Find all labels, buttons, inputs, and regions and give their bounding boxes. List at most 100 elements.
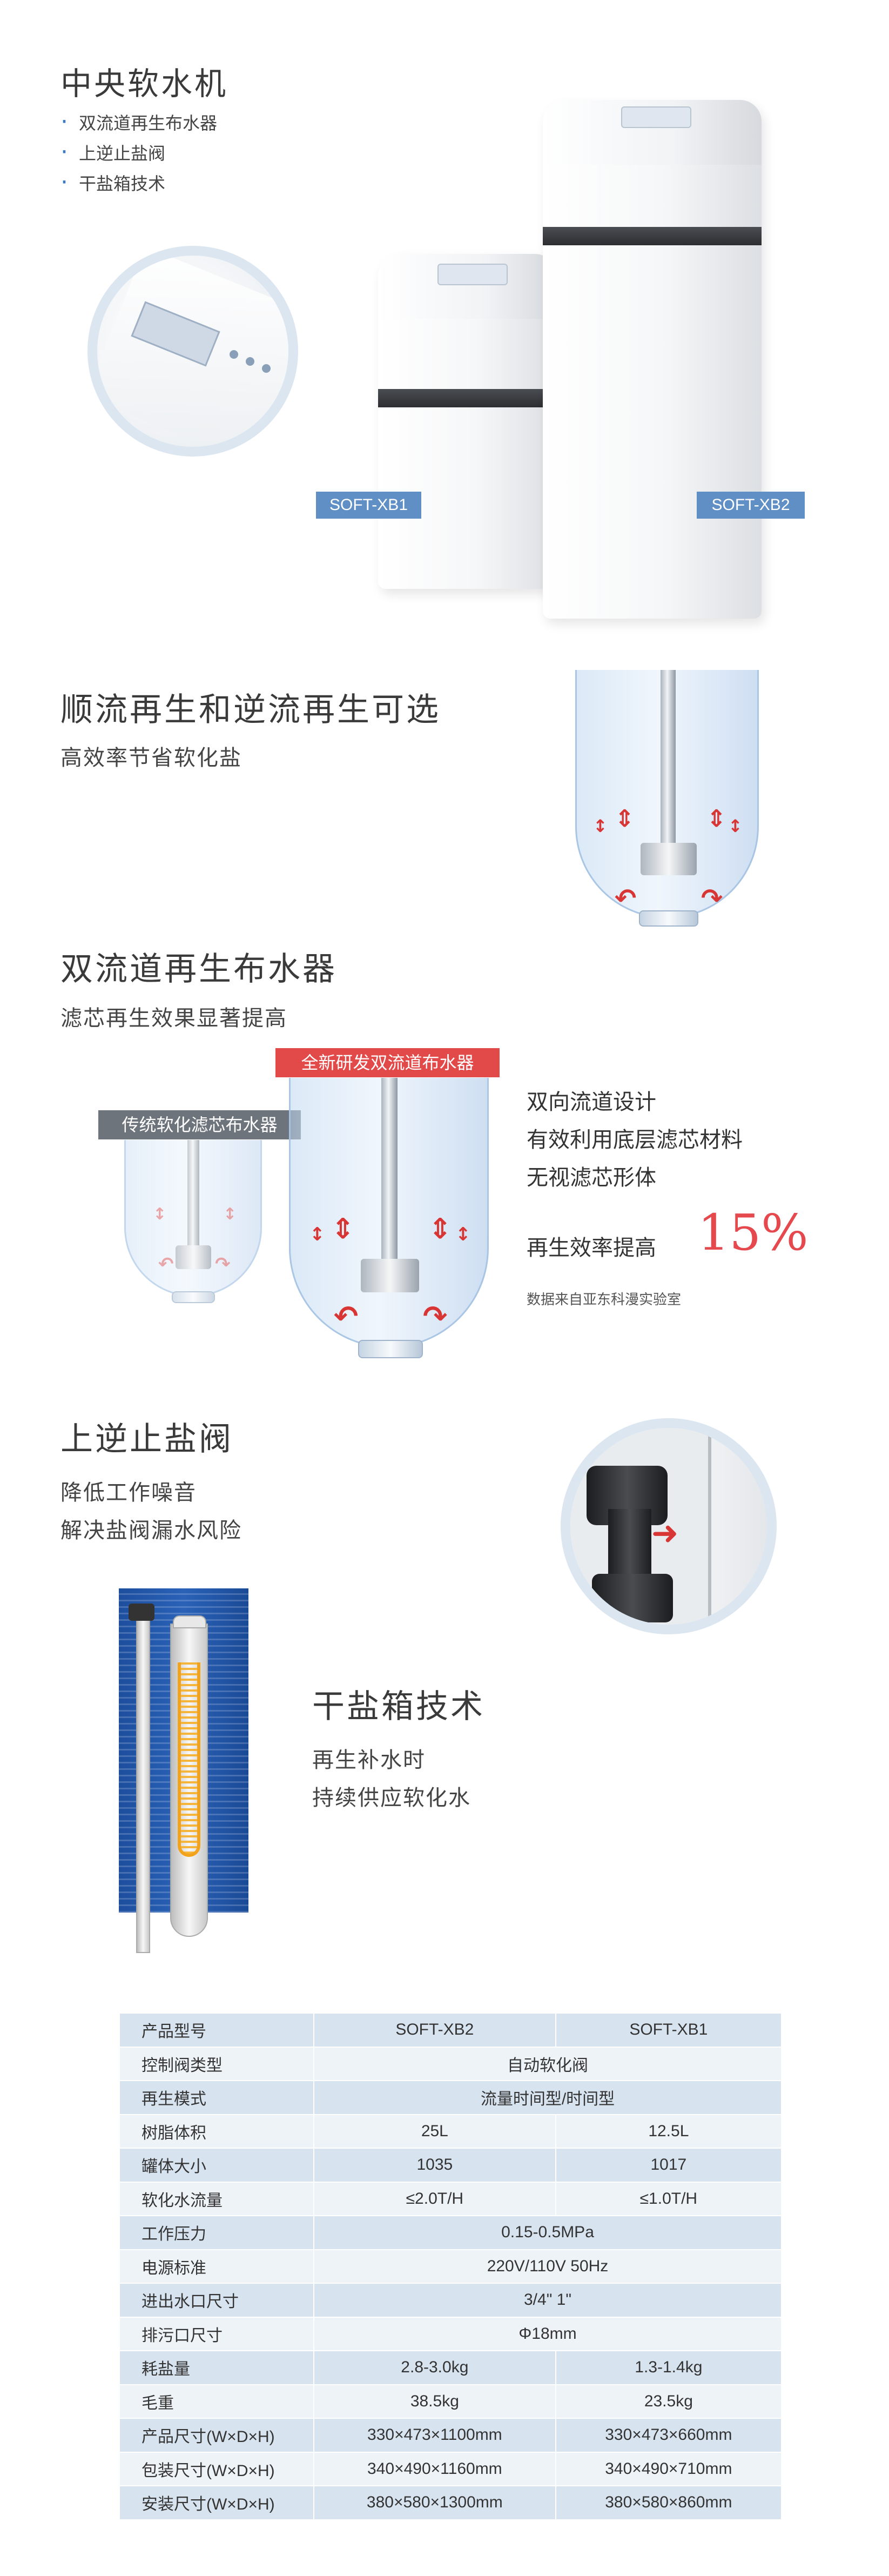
- tank-flow-diagram: ⇕ ↕ ⇕ ↕ ↶ ↷: [575, 670, 759, 927]
- panel-button-icon: [230, 350, 238, 359]
- table-cell-merged: 220V/110V 50Hz: [313, 2249, 782, 2284]
- new-tank-image: ⇕ ↕ ⇕ ↕ ↶ ↷: [289, 1078, 489, 1358]
- curve-arrow-icon: ↷: [215, 1253, 231, 1275]
- table-cell-label: 包装尺寸(W×D×H): [119, 2451, 314, 2486]
- model-tag-xb1: SOFT-XB1: [316, 492, 421, 519]
- arrow-up-down-icon: ↕: [728, 816, 743, 836]
- table-cell: 12.5L: [555, 2114, 783, 2149]
- brine-tube: [136, 1613, 150, 1953]
- table-cell: 23.5kg: [555, 2384, 783, 2419]
- arrow-up-down-icon: ↕: [223, 1205, 237, 1224]
- feature-item: 上逆止盐阀: [60, 137, 217, 169]
- softener-xb1-image: [378, 254, 556, 589]
- curve-arrow-icon: ↶: [334, 1299, 359, 1333]
- table-cell: 38.5kg: [313, 2384, 556, 2419]
- section3-subtitle: 滤芯再生效果显著提高: [60, 1006, 287, 1031]
- section5-title: 干盐箱技术: [312, 1688, 485, 1726]
- arrow-up-down-icon: ⇕: [615, 805, 635, 833]
- feature-line: 有效利用底层滤芯材料: [527, 1128, 743, 1152]
- table-header-cell: SOFT-XB2: [313, 2013, 556, 2048]
- table-row: 树脂体积 25L 12.5L: [119, 2114, 783, 2149]
- efficiency-label: 再生效率提高: [527, 1236, 656, 1260]
- arrow-up-down-icon: ↕: [455, 1224, 471, 1245]
- table-row: 工作压力 0.15-0.5MPa: [119, 2215, 782, 2250]
- spec-table: 产品型号 SOFT-XB2 SOFT-XB1 控制阀类型 自动软化阀 再生模式 …: [119, 2013, 783, 2520]
- tube-cap: [129, 1604, 154, 1621]
- table-cell-label: 树脂体积: [119, 2114, 314, 2149]
- table-cell: 380×580×860mm: [555, 2485, 783, 2520]
- table-cell-label: 工作压力: [119, 2215, 314, 2250]
- table-cell-label: 产品尺寸(W×D×H): [119, 2418, 314, 2453]
- table-row: 进出水口尺寸 3/4" 1": [119, 2283, 782, 2318]
- model-tag-xb2: SOFT-XB2: [697, 492, 805, 519]
- table-cell-merged: 0.15-0.5MPa: [313, 2215, 782, 2250]
- control-panel-closeup: [87, 246, 298, 457]
- feature-lines: 双向流道设计 有效利用底层滤芯材料 无视滤芯形体: [527, 1083, 743, 1197]
- table-header-cell: 产品型号: [119, 2013, 314, 2048]
- section4-line: 降低工作噪音: [60, 1480, 197, 1505]
- table-row: 控制阀类型 自动软化阀: [119, 2046, 782, 2081]
- table-cell-label: 安装尺寸(W×D×H): [119, 2485, 314, 2520]
- table-cell-label: 软化水流量: [119, 2181, 314, 2216]
- table-row: 排污口尺寸 Φ18mm: [119, 2316, 782, 2351]
- table-row: 包装尺寸(W×D×H) 340×490×1160mm 340×490×710mm: [119, 2451, 783, 2486]
- arrow-up-down-icon: ↕: [153, 1205, 167, 1224]
- table-cell-label: 电源标准: [119, 2249, 314, 2284]
- unit-display: [621, 106, 691, 128]
- feature-line: 无视滤芯形体: [527, 1165, 656, 1190]
- label-traditional-distributor: 传统软化滤芯布水器: [98, 1110, 301, 1139]
- curve-arrow-icon: ↷: [701, 883, 723, 914]
- table-cell-merged: 自动软化阀: [313, 2046, 782, 2081]
- arrow-up-down-icon: ↕: [593, 816, 608, 836]
- table-cell-label: 毛重: [119, 2384, 314, 2419]
- table-cell-merged: 流量时间型/时间型: [313, 2080, 782, 2115]
- section2-subtitle: 高效率节省软化盐: [60, 746, 242, 770]
- softener-xb2-image: [543, 100, 762, 619]
- brine-well: [170, 1624, 208, 1937]
- table-cell: 1035: [313, 2148, 556, 2183]
- table-cell-label: 排污口尺寸: [119, 2316, 314, 2351]
- table-row: 再生模式 流量时间型/时间型: [119, 2080, 782, 2115]
- table-cell: 25L: [313, 2114, 556, 2149]
- section4-title: 上逆止盐阀: [60, 1420, 233, 1458]
- curve-arrow-icon: ↷: [423, 1299, 448, 1333]
- table-row: 安装尺寸(W×D×H) 380×580×1300mm 380×580×860mm: [119, 2485, 783, 2520]
- table-cell: 1.3-1.4kg: [555, 2350, 783, 2385]
- table-cell: 1017: [555, 2148, 783, 2183]
- section5-line: 再生补水时: [312, 1748, 426, 1773]
- table-row: 毛重 38.5kg 23.5kg: [119, 2384, 783, 2419]
- table-header-cell: SOFT-XB1: [555, 2013, 783, 2048]
- table-header-row: 产品型号 SOFT-XB2 SOFT-XB1: [119, 2013, 783, 2048]
- table-row: 耗盐量 2.8-3.0kg 1.3-1.4kg: [119, 2350, 783, 2385]
- table-cell: 380×580×1300mm: [313, 2485, 556, 2520]
- table-cell-label: 罐体大小: [119, 2148, 314, 2183]
- arrow-up-down-icon: ↕: [309, 1224, 325, 1245]
- section2-title: 顺流再生和逆流再生可选: [60, 691, 441, 729]
- section1-title: 中央软水机: [60, 65, 228, 102]
- table-cell-label: 进出水口尺寸: [119, 2283, 314, 2318]
- efficiency-value: 15%: [698, 1204, 809, 1262]
- table-cell: ≤2.0T/H: [313, 2181, 556, 2216]
- label-new-distributor: 全新研发双流道布水器: [275, 1048, 500, 1077]
- table-cell: ≤1.0T/H: [555, 2181, 783, 2216]
- valve-closeup: ➜: [561, 1418, 777, 1634]
- feature-item: 干盐箱技术: [60, 167, 217, 199]
- traditional-tank-image: ↕ ↕ ↶ ↷: [124, 1140, 262, 1303]
- unit-band: [378, 389, 556, 407]
- curve-arrow-icon: ↶: [158, 1253, 174, 1275]
- section3-title: 双流道再生布水器: [60, 950, 337, 988]
- table-cell-label: 耗盐量: [119, 2350, 314, 2385]
- table-cell-label: 再生模式: [119, 2080, 314, 2115]
- table-cell: 330×473×660mm: [555, 2418, 783, 2453]
- unit-display: [437, 264, 508, 285]
- arrow-up-down-icon: ⇕: [706, 805, 726, 833]
- table-cell: 340×490×1160mm: [313, 2451, 556, 2486]
- section5-line: 持续供应软化水: [312, 1786, 471, 1810]
- table-cell: 330×473×1100mm: [313, 2418, 556, 2453]
- table-row: 软化水流量 ≤2.0T/H ≤1.0T/H: [119, 2181, 783, 2216]
- panel-button-icon: [262, 364, 271, 373]
- curve-arrow-icon: ↶: [615, 883, 637, 914]
- section4-line: 解决盐阀漏水风险: [60, 1518, 242, 1543]
- source-note: 数据来自亚东科漫实验室: [527, 1292, 682, 1308]
- arrow-up-down-icon: ⇕: [331, 1213, 355, 1245]
